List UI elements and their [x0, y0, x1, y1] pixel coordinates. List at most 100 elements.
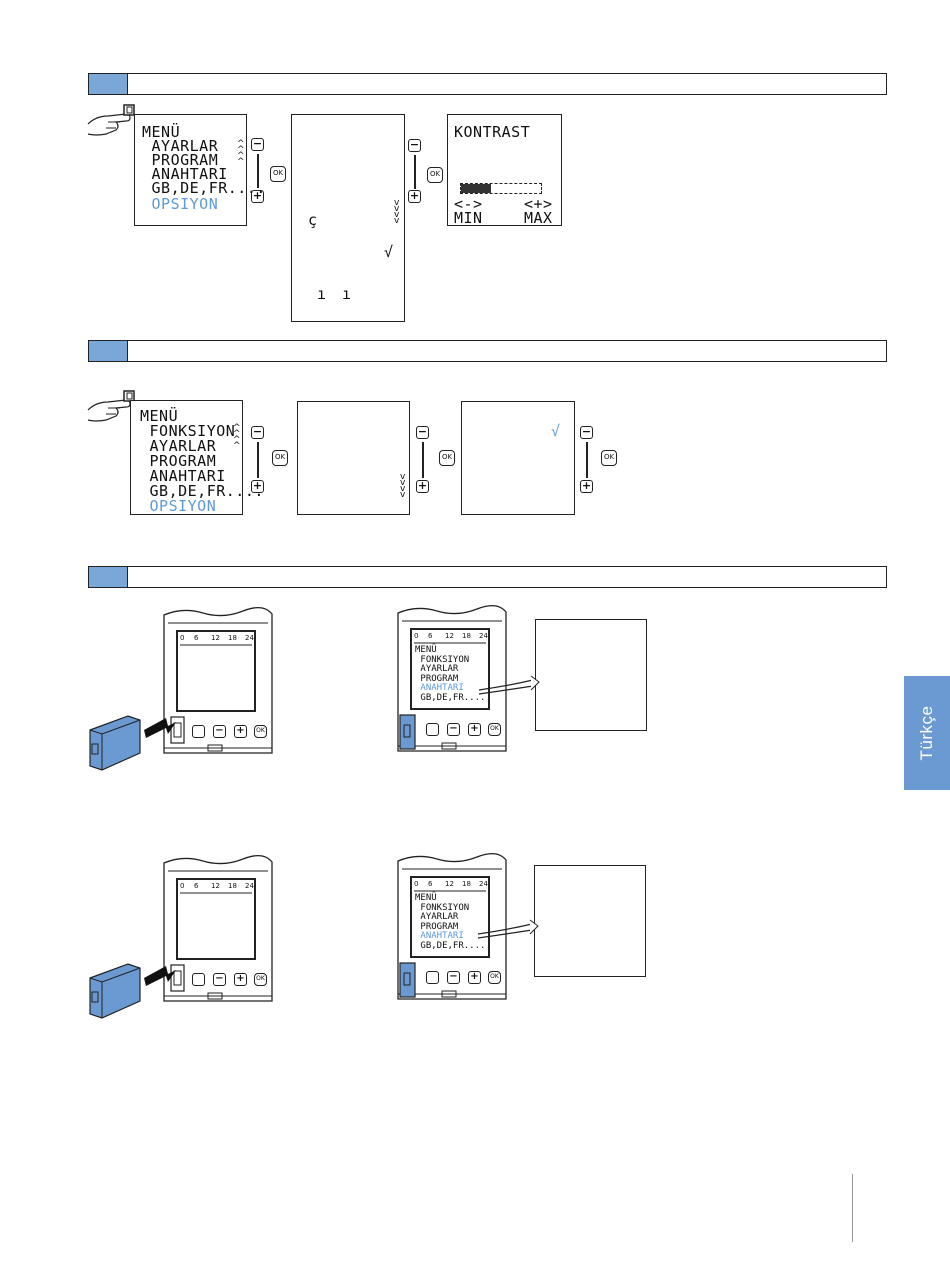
- ok-button-icon: OK: [488, 723, 501, 736]
- double-arrow-icon: [257, 442, 259, 478]
- minus-button-icon: −: [447, 723, 460, 736]
- timer-menu-line: GB,DE,FR....: [415, 692, 486, 703]
- plus-button-icon: +: [234, 973, 247, 986]
- timer-scale-label: 12: [211, 634, 220, 642]
- lcd-menu-line: FONKSIYON: [140, 422, 236, 440]
- callout-pointer-icon: [477, 919, 539, 939]
- lcd-menu-line: MENÜ: [142, 123, 181, 141]
- callout-box: [535, 619, 647, 731]
- kontrast-increase-label: <+>: [524, 195, 553, 213]
- menu-button-icon: [192, 973, 205, 986]
- timer-scale-label: 24: [479, 632, 488, 640]
- lcd-glyph: ç: [308, 211, 318, 229]
- timer-scale-label: 6: [194, 634, 199, 642]
- plus-button-icon: +: [251, 479, 264, 493]
- timer-menu-line: MENÜ: [415, 645, 437, 655]
- kontrast-max-label: MAX: [524, 209, 553, 227]
- minus-button-icon: −: [213, 725, 226, 738]
- timer-scale-label: 6: [428, 880, 433, 888]
- ok-button-icon: OK: [439, 450, 455, 466]
- lcd-menu-line: AYARLAR: [140, 437, 217, 455]
- minus-button-icon: −: [251, 425, 264, 439]
- kontrast-min-label: MIN: [454, 209, 483, 227]
- minus-button-icon: −: [416, 425, 429, 439]
- timer-scale-label: 24: [245, 882, 254, 890]
- lcd-glyph: ı: [342, 285, 352, 303]
- plus-button-icon: +: [468, 723, 481, 736]
- ok-button-icon: OK: [270, 166, 286, 182]
- lcd-menu-screen: MENÜ FONKSIYON AYARLAR PROGRAM ANAHTARI …: [130, 400, 263, 515]
- section-header-3: [88, 566, 887, 588]
- minus-button-icon: −: [213, 973, 226, 986]
- plus-button-icon: +: [416, 479, 429, 493]
- timer-menu-line: GB,DE,FR....: [415, 940, 486, 951]
- timer-menu-line: PROGRAM: [415, 673, 459, 684]
- scroll-caret-icon: v v v v: [394, 198, 400, 226]
- language-tab: Türkçe: [904, 676, 950, 790]
- callout-box: [534, 865, 646, 977]
- lcd-menu-line: GB,DE,FR....: [142, 179, 266, 197]
- ok-button-icon: OK: [272, 450, 288, 466]
- menu-button-icon: [192, 725, 205, 738]
- timer-scale-label: 12: [445, 632, 454, 640]
- double-arrow-icon: [414, 155, 416, 189]
- section-header-2: [88, 340, 887, 362]
- timer-menu-line: AYARLAR: [415, 912, 459, 922]
- plus-button-icon: +: [234, 725, 247, 738]
- timer-scale-label: 18: [228, 634, 237, 642]
- lcd-option-screen: √: [461, 401, 575, 515]
- menu-button-icon: [426, 971, 439, 984]
- timer-scale-label: 0: [180, 634, 185, 642]
- timer-scale-label: 12: [211, 882, 220, 890]
- timer-menu-line: ANAHTARI: [415, 931, 464, 941]
- lcd-menu-line: ANAHTARI: [140, 467, 226, 485]
- timer-scale-label: 6: [194, 882, 199, 890]
- timer-scale-label: 0: [414, 880, 419, 888]
- timer-scale-label: 6: [428, 632, 433, 640]
- timer-scale-label: 24: [479, 880, 488, 888]
- callout-pointer-icon: [478, 675, 540, 695]
- minus-button-icon: −: [580, 425, 593, 439]
- scroll-caret-icon: ^ ^ ^ ^: [237, 139, 245, 167]
- plus-button-icon: +: [580, 479, 593, 493]
- scroll-caret-icon: v v v v: [400, 472, 406, 500]
- double-arrow-icon: [422, 442, 424, 478]
- section-header-1: [88, 73, 887, 95]
- lcd-menu-screen: MENÜ AYARLAR PROGRAM ANAHTARI GB,DE,FR..…: [134, 114, 265, 226]
- ok-button-icon: OK: [427, 167, 443, 183]
- hand-press-icon: [87, 390, 135, 422]
- lcd-menu-line: ANAHTARI: [142, 165, 228, 183]
- timer-scale-label: 24: [245, 634, 254, 642]
- menu-button-icon: [426, 723, 439, 736]
- lcd-menu-line: MENÜ: [140, 407, 179, 425]
- lcd-list-screen: ç √ ı ı: [291, 114, 405, 322]
- ok-button-icon: OK: [601, 450, 617, 466]
- lcd-list-screen: [297, 401, 410, 515]
- hand-press-icon: [87, 104, 135, 136]
- lcd-glyph: ı: [317, 285, 327, 303]
- timer-scale-label: 18: [462, 880, 471, 888]
- plus-button-icon: +: [251, 189, 264, 203]
- key-cartridge-icon: [89, 715, 176, 771]
- plus-button-icon: +: [408, 189, 421, 203]
- timer-scale-label: 0: [180, 882, 185, 890]
- key-cartridge-icon: [89, 963, 176, 1019]
- timer-menu-line: PROGRAM: [415, 921, 459, 932]
- lcd-menu-line: AYARLAR: [142, 137, 219, 155]
- timer-menu-line: FONKSIYON: [415, 902, 470, 913]
- timer-scale-label: 18: [462, 632, 471, 640]
- ok-button-icon: OK: [488, 971, 501, 984]
- check-icon: √: [551, 422, 561, 440]
- double-arrow-icon: [257, 154, 259, 188]
- lcd-kontrast-screen: KONTRAST <-> <+> MIN MAX: [447, 114, 562, 226]
- timer-scale-label: 0: [414, 632, 419, 640]
- lcd-menu-line: PROGRAM: [142, 151, 219, 169]
- check-icon: √: [384, 243, 394, 261]
- lcd-menu-line: GB,DE,FR....: [140, 482, 264, 500]
- timer-scale-label: 18: [228, 882, 237, 890]
- plus-button-icon: +: [468, 971, 481, 984]
